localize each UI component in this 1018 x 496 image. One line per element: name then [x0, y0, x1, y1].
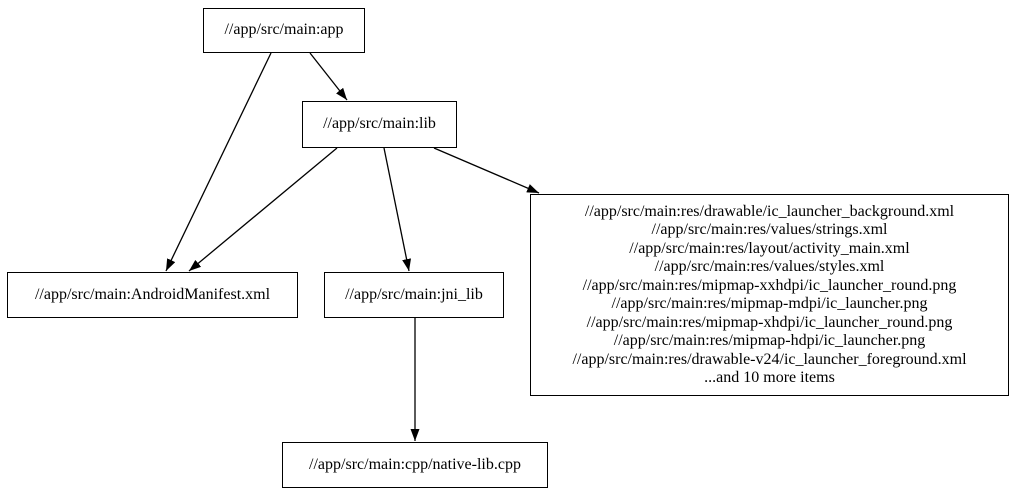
res-file-item: //app/src/main:res/layout/activity_main.…	[629, 239, 910, 257]
res-file-item: //app/src/main:res/drawable/ic_launcher_…	[584, 202, 955, 220]
res-file-item: //app/src/main:res/drawable-v24/ic_launc…	[572, 350, 967, 368]
res-file-item: //app/src/main:res/mipmap-xxhdpi/ic_laun…	[582, 276, 957, 294]
node-native-lib-cpp: //app/src/main:cpp/native-lib.cpp	[282, 442, 548, 488]
node-lib-label: //app/src/main:lib	[323, 115, 436, 133]
edge-lib-to-res-group	[433, 147, 540, 194]
res-file-item: //app/src/main:res/values/styles.xml	[654, 258, 885, 275]
res-file-item: //app/src/main:res/mipmap-xhdpi/ic_launc…	[586, 313, 953, 331]
node-jni-lib: //app/src/main:jni_lib	[324, 272, 504, 318]
node-app: //app/src/main:app	[203, 8, 365, 53]
node-native-lib-cpp-label: //app/src/main:cpp/native-lib.cpp	[309, 455, 521, 473]
node-android-manifest-label: //app/src/main:AndroidManifest.xml	[34, 285, 271, 303]
res-file-item: //app/src/main:res/mipmap-mdpi/ic_launch…	[611, 295, 928, 312]
edge-app-to-manifest	[165, 52, 272, 272]
res-more-items-note: ...and 10 more items	[704, 369, 835, 386]
edge-lib-to-manifest	[188, 147, 338, 272]
edge-app-to-lib	[309, 52, 348, 101]
node-res-file-group: //app/src/main:res/drawable/ic_launcher_…	[530, 194, 1009, 396]
res-file-item: //app/src/main:res/mipmap-hdpi/ic_launch…	[613, 332, 926, 349]
node-lib: //app/src/main:lib	[302, 101, 457, 148]
node-android-manifest: //app/src/main:AndroidManifest.xml	[7, 272, 298, 318]
res-file-item: //app/src/main:res/values/strings.xml	[651, 221, 888, 238]
node-jni-lib-label: //app/src/main:jni_lib	[345, 285, 483, 303]
node-app-label: //app/src/main:app	[224, 21, 344, 39]
edge-lib-to-jni-lib	[383, 147, 412, 272]
